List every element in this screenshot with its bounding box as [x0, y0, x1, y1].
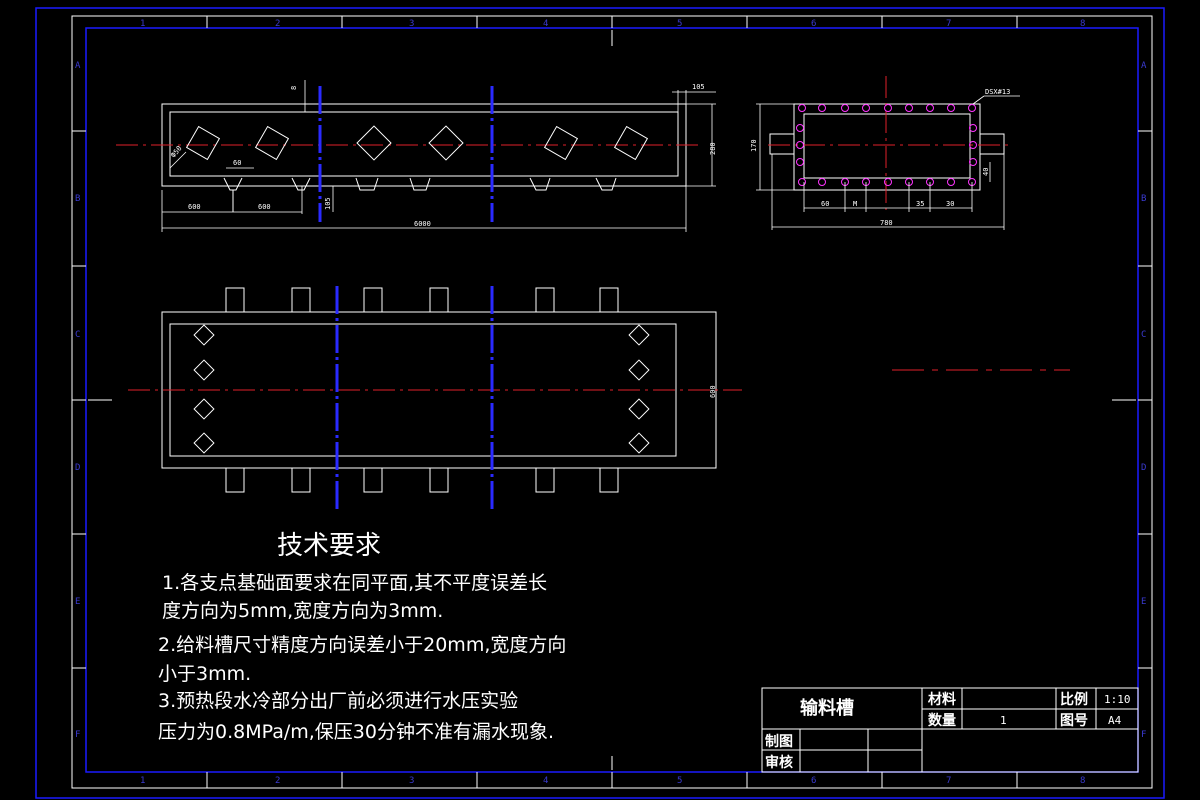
dim-bottom-small: 105 — [324, 197, 332, 210]
dim-callout: DSX#13 — [985, 88, 1010, 96]
svg-text:6: 6 — [811, 19, 816, 29]
tb-scale-label: 比例 — [1060, 691, 1088, 708]
svg-text:C: C — [1141, 330, 1146, 340]
svg-text:A: A — [1141, 61, 1147, 71]
side-dimensions — [756, 95, 1020, 230]
side-flange-left — [769, 133, 795, 155]
dim-b4: 30 — [946, 200, 954, 208]
svg-text:B: B — [1141, 194, 1146, 204]
svg-text:1: 1 — [140, 19, 145, 29]
dim-top-small: 8 — [290, 86, 298, 90]
tb-scale-value: 1:10 — [1104, 693, 1131, 706]
tech-req-line-2: 度方向为5mm,宽度方向为3mm. — [162, 600, 443, 622]
svg-text:E: E — [75, 597, 80, 607]
zone-labels-top: 1 2 3 4 5 6 7 8 — [140, 19, 1085, 29]
tech-req-line-5: 3.预热段水冷部分出厂前必须进行水压实验 — [158, 690, 518, 712]
dim-pipe-dia: Ф50 — [169, 144, 183, 159]
zone-labels-right: A B C D E F — [1141, 61, 1147, 740]
front-dimensions — [161, 80, 716, 232]
svg-text:5: 5 — [677, 19, 682, 29]
technical-requirements: 技术要求 1.各支点基础面要求在同平面,其不平度误差长 度方向为5mm,宽度方向… — [158, 531, 566, 743]
svg-text:2: 2 — [275, 776, 280, 786]
front-support-feet — [223, 177, 617, 212]
side-outer-body — [793, 103, 981, 191]
title-block: 输料槽 材料 比例 1:10 数量 1 图号 A4 制图 审核 — [761, 687, 1139, 773]
tb-drawn-label: 制图 — [765, 733, 793, 750]
svg-text:8: 8 — [1080, 776, 1085, 786]
tech-req-line-4: 小于3mm. — [158, 663, 251, 685]
tb-checked-label: 审核 — [765, 754, 793, 771]
side-inner-body — [803, 113, 971, 179]
plan-diamonds — [193, 324, 650, 454]
side-flange-right — [979, 133, 1005, 155]
centering-marks — [88, 30, 1136, 770]
dim-seg-a: 600 — [188, 203, 201, 211]
dim-height-right: 280 — [709, 142, 717, 155]
svg-text:7: 7 — [946, 776, 951, 786]
tb-part-name: 输料槽 — [800, 697, 854, 719]
svg-text:C: C — [75, 330, 80, 340]
svg-text:7: 7 — [946, 19, 951, 29]
dim-seg-b: 600 — [258, 203, 271, 211]
svg-text:B: B — [75, 194, 80, 204]
dim-b1: 60 — [821, 200, 829, 208]
plan-view: 600 — [128, 286, 742, 512]
dim-left-height: 170 — [750, 139, 758, 152]
svg-text:3: 3 — [409, 19, 414, 29]
tech-req-line-1: 1.各支点基础面要求在同平面,其不平度误差长 — [162, 572, 547, 594]
dim-right-small-side: 40 — [982, 168, 990, 176]
svg-text:A: A — [75, 61, 81, 71]
tb-drawing-no-value: A4 — [1108, 714, 1122, 727]
tb-qty-label: 数量 — [928, 712, 956, 729]
svg-text:D: D — [75, 463, 80, 473]
zone-labels-left: A B C D E F — [75, 61, 81, 740]
outer-sheet-border — [35, 7, 1165, 799]
zone-labels-bottom: 1 2 3 4 5 6 7 8 — [140, 776, 1085, 786]
tb-material-label: 材料 — [928, 691, 956, 708]
svg-text:5: 5 — [677, 776, 682, 786]
svg-text:4: 4 — [543, 19, 548, 29]
dim-b2: M — [853, 200, 857, 208]
svg-text:4: 4 — [543, 776, 548, 786]
svg-text:F: F — [75, 730, 80, 740]
tech-req-line-6: 压力为0.8MPa/m,保压30分钟不准有漏水现象. — [158, 721, 554, 743]
svg-text:1: 1 — [140, 776, 145, 786]
tb-qty-value: 1 — [1000, 714, 1007, 727]
dim-side-overall: 780 — [880, 219, 893, 227]
dim-overall: 6000 — [414, 220, 431, 228]
tech-req-title: 技术要求 — [277, 531, 381, 561]
dim-pitch-inner: 60 — [233, 159, 241, 167]
side-bolt-holes — [796, 104, 977, 186]
dim-right-small: 105 — [692, 83, 705, 91]
svg-text:8: 8 — [1080, 19, 1085, 29]
svg-text:6: 6 — [811, 776, 816, 786]
zone-ticks — [72, 16, 1152, 788]
dim-width-right: 600 — [709, 385, 717, 398]
tb-drawing-no-label: 图号 — [1060, 713, 1088, 729]
svg-text:2: 2 — [275, 19, 280, 29]
svg-text:F: F — [1141, 730, 1146, 740]
plan-support-lugs — [225, 287, 619, 493]
svg-text:3: 3 — [409, 776, 414, 786]
svg-text:E: E — [1141, 597, 1146, 607]
front-inner-body — [169, 111, 679, 177]
front-view: 8 105 105 280 Ф50 60 600 600 6000 — [116, 80, 717, 232]
front-inlet-diamonds — [185, 125, 649, 161]
dim-b3: 35 — [916, 200, 924, 208]
svg-text:D: D — [1141, 463, 1146, 473]
tech-req-line-3: 2.给料槽尺寸精度方向误差小于20mm,宽度方向 — [158, 634, 566, 656]
side-view: DSX#13 170 40 60 M 35 30 780 — [750, 76, 1020, 230]
